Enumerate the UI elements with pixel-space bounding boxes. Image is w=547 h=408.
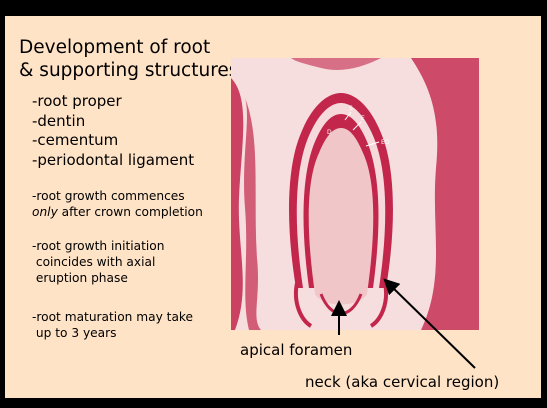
note-root-maturation: -root maturation may take up to 3 years [32, 310, 194, 340]
slide: Development of root & supporting structu… [5, 16, 541, 398]
component-list: -root proper -dentin -cementum -periodon… [32, 92, 194, 170]
tooth-micrograph: S E D EO [231, 58, 479, 330]
label-neck: neck (aka cervical region) [305, 373, 500, 391]
label-apical-foramen: apical foramen [240, 341, 353, 359]
component-item: -cementum [32, 131, 119, 149]
note-text: after crown completion [57, 205, 203, 219]
component-item: -periodontal ligament [32, 150, 195, 169]
note-text: -root growth commences [32, 189, 185, 203]
note-growth-initiation: -root growth initiation coincides with a… [32, 239, 165, 285]
title-line: & supporting structures [19, 60, 239, 81]
title-line: Development of root [19, 37, 211, 58]
label-e: E [361, 115, 365, 122]
component-item: -dentin [32, 111, 86, 130]
slide-title: Development of root & supporting structu… [19, 36, 238, 82]
label-eo: EO [381, 139, 390, 146]
component-item: -root proper [32, 92, 122, 110]
label-d: D [327, 129, 332, 136]
note-root-growth-start: -root growth commences only after crown … [32, 188, 203, 220]
label-s: S [349, 105, 353, 112]
note-emphasis: only [32, 205, 58, 219]
